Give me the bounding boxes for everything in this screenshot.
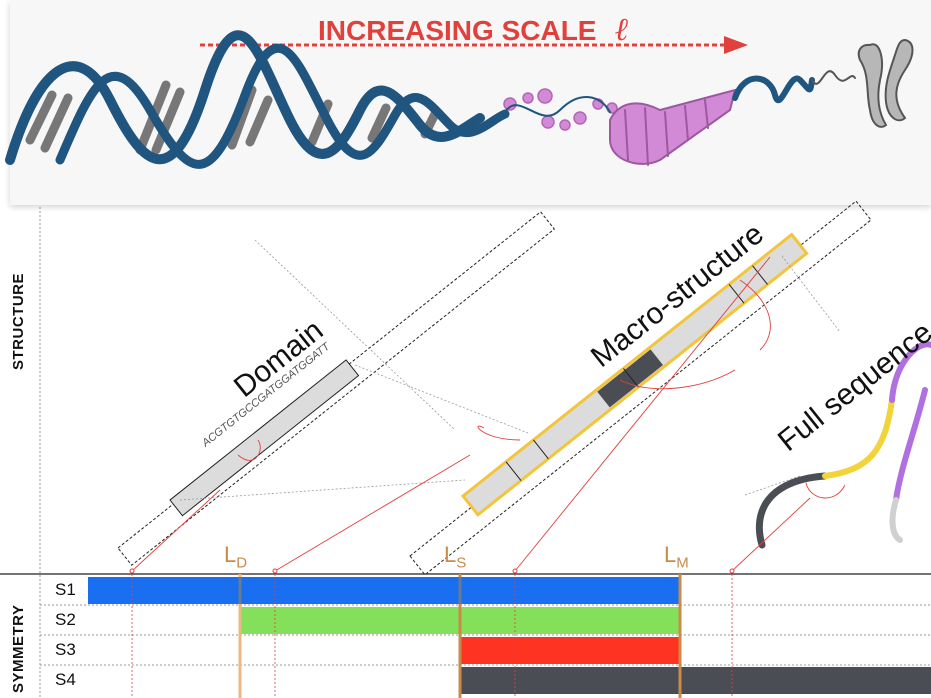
full-sequence-fibre <box>755 341 931 549</box>
marker-ls: LS <box>444 542 467 572</box>
structure-axis-label: STRUCTURE <box>10 273 27 370</box>
dotted-connectors <box>179 239 841 501</box>
marker-lm: LM <box>664 542 689 572</box>
scale-title: INCREASING SCALE ℓ <box>318 10 628 48</box>
red-connection-lines <box>131 256 846 572</box>
dna-helix-illustration <box>5 30 914 169</box>
macro-structure-box <box>460 232 809 517</box>
scale-symbol: ℓ <box>614 10 628 48</box>
domain-box <box>169 359 360 517</box>
bar-s4 <box>460 667 931 694</box>
row-label-s2: S2 <box>55 610 76 629</box>
connection-dots <box>129 568 735 574</box>
bar-s3 <box>460 637 680 664</box>
symmetry-axis-label: SYMMETRY <box>10 604 27 693</box>
row-label-s4: S4 <box>55 670 76 689</box>
bar-s1 <box>88 577 680 604</box>
row-label-s3: S3 <box>55 640 76 659</box>
scale-arrow <box>200 36 748 54</box>
symmetry-table <box>0 573 931 698</box>
marker-ld: LD <box>224 542 248 572</box>
scale-title-text: INCREASING SCALE <box>318 15 597 46</box>
row-label-s1: S1 <box>55 580 76 599</box>
